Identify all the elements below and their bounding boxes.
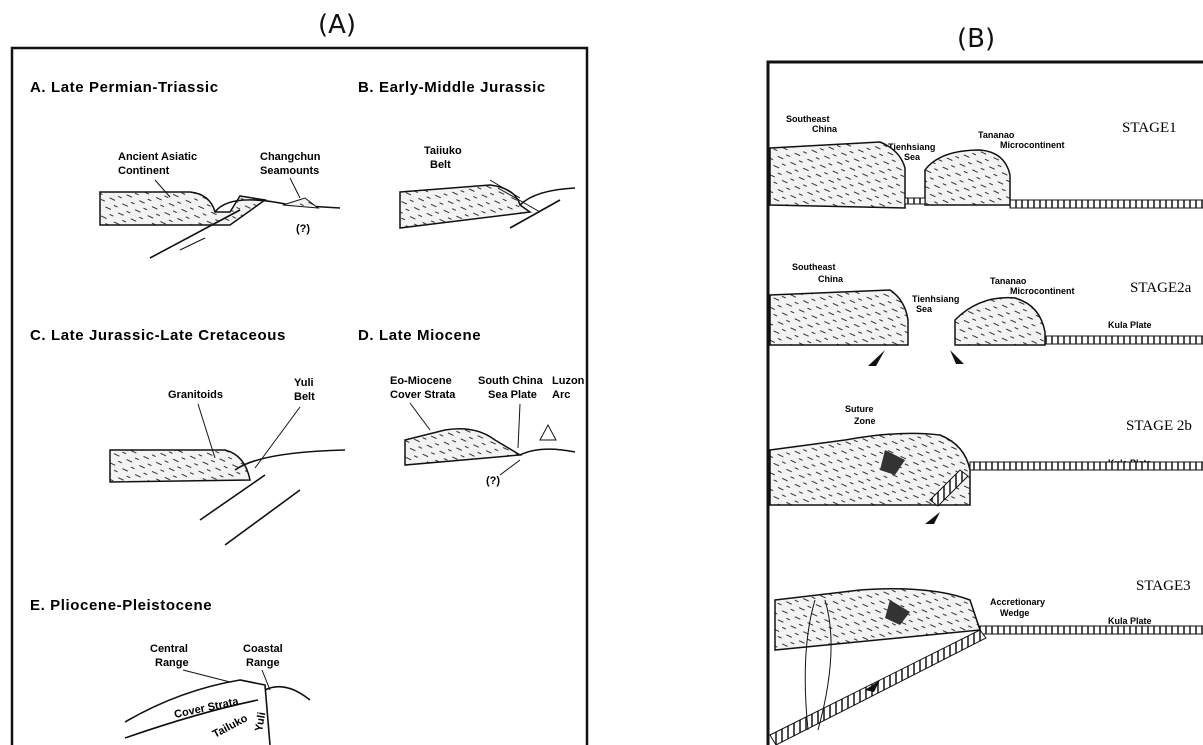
stage-a-heading: A. Late Permian-Triassic [30,79,219,96]
stage-d-label: Cover Strata [390,389,456,401]
stage-2a-sketch: Southeast China Tienhsiang Sea Tananao M… [770,262,1203,366]
stage-2a-label: Sea [916,304,933,314]
stage-a-sketch: A. Late Permian-Triassic Ancient Asiatic… [30,79,340,258]
stage-c-sketch: C. Late Jurassic-Late Cretaceous Granito… [30,327,345,545]
stage-2a-label: Kula Plate [1108,320,1152,330]
stage-1-label: Sea [904,152,921,162]
stage-c-label: Granitoids [168,389,223,401]
stage-c-heading: C. Late Jurassic-Late Cretaceous [30,327,286,344]
stage-b-heading: B. Early-Middle Jurassic [358,79,546,96]
stage-3-sketch: Accretionary Wedge Kula Plate STAGE3 [770,578,1203,745]
stage-a-label: Ancient Asiatic [118,151,197,163]
stage-e-label: Central [150,643,188,655]
stage-3-name: STAGE3 [1136,578,1191,594]
stage-2a-label: Tienhsiang [912,294,959,304]
stage-e-label: Tailuko [211,712,250,740]
stage-2a-name: STAGE2a [1130,280,1192,296]
stage-e-label: Range [155,657,189,669]
stage-b-label: Belt [430,159,451,171]
stage-d-heading: D. Late Miocene [358,327,481,344]
stage-1-name: STAGE1 [1122,120,1177,136]
stage-a-label: Changchun [260,151,321,163]
stage-1-label: Tananao [978,130,1015,140]
stage-1-label: China [812,124,838,134]
stage-a-label: Seamounts [260,165,319,177]
stage-2b-sketch: Suture Zone Kula Plate STAGE 2b [770,404,1203,524]
stage-1-label: Southeast [786,114,830,124]
stage-a-label: (?) [296,223,310,235]
stage-2a-label: China [818,274,844,284]
stage-2a-label: Microcontinent [1010,286,1075,296]
stage-d-sketch: D. Late Miocene Eo-Miocene Cover Strata … [358,327,585,487]
stage-b-sketch: B. Early-Middle Jurassic Taiiuko Belt [358,79,575,228]
stage-d-label: South China [478,375,544,387]
stage-d-label: (?) [486,475,500,487]
stage-3-label: Kula Plate [1108,616,1152,626]
stage-e-heading: E. Pliocene-Pleistocene [30,597,212,614]
stage-a-label: Continent [118,165,170,177]
stage-e-label: Cover Strata [173,695,240,721]
stage-e-label: Range [246,657,280,669]
stage-2b-label: Zone [854,416,876,426]
stage-3-label: Wedge [1000,608,1029,618]
stage-b-label: Taiiuko [424,145,462,157]
stage-c-label: Yuli [294,377,314,389]
stage-2a-label: Southeast [792,262,836,272]
stage-e-sketch: E. Pliocene-Pleistocene Central Range Co… [30,597,310,745]
stage-2b-label: Suture [845,404,874,414]
stage-c-label: Belt [294,391,315,403]
stage-3-label: Accretionary [990,597,1045,607]
stage-d-label: Luzon [552,375,585,387]
stage-1-sketch: Southeast China Tienhsiang Sea Tananao M… [770,114,1203,208]
stage-d-label: Eo-Miocene [390,375,452,387]
stage-d-label: Sea Plate [488,389,537,401]
stage-e-label: Coastal [243,643,283,655]
stage-2b-name: STAGE 2b [1126,418,1192,434]
stage-1-label: Microcontinent [1000,140,1065,150]
stage-d-label: Arc [552,389,570,401]
stage-e-label: Yuli [253,711,268,732]
stage-2a-label: Tananao [990,276,1027,286]
